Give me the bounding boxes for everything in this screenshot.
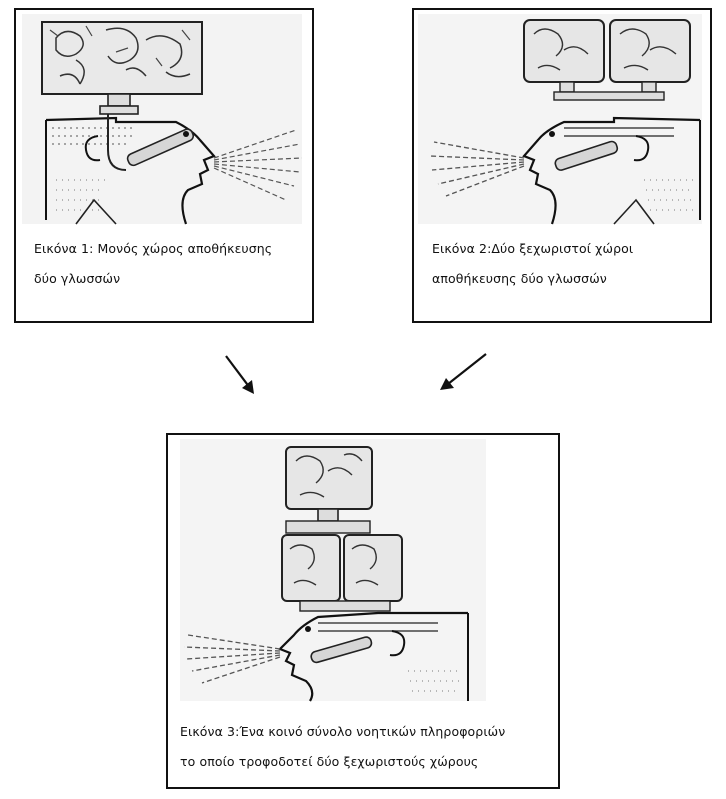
figure-3: Εικόνα 3:Ένα κοινό σύνολο νοητικών πληρο… (166, 433, 560, 789)
figure-2-caption-line-1: Εικόνα 2:Δύο ξεχωριστοί χώροι (432, 234, 633, 264)
figure-2-caption-line-2: αποθήκευσης δύο γλωσσών (432, 264, 633, 294)
figure-2-illustration (414, 10, 710, 230)
figure-2-caption: Εικόνα 2:Δύο ξεχωριστοί χώροι αποθήκευση… (432, 234, 633, 294)
figure-1: Εικόνα 1: Μονός χώρος αποθήκευσης δύο γλ… (14, 8, 314, 323)
figure-1-caption-line-2: δύο γλωσσών (34, 264, 272, 294)
figure-3-caption: Εικόνα 3:Ένα κοινό σύνολο νοητικών πληρο… (180, 717, 505, 777)
figure-1-illustration (16, 10, 312, 230)
arrow-down-right-icon (220, 350, 260, 400)
figure-3-illustration (168, 435, 558, 705)
arrow-down-left-icon (432, 348, 492, 398)
figure-3-caption-line-1: Εικόνα 3:Ένα κοινό σύνολο νοητικών πληρο… (180, 717, 505, 747)
figure-3-caption-line-2: το οποίο τροφοδοτεί δύο ξεχωριστούς χώρο… (180, 747, 505, 777)
figure-1-caption-line-1: Εικόνα 1: Μονός χώρος αποθήκευσης (34, 234, 272, 264)
figure-1-caption: Εικόνα 1: Μονός χώρος αποθήκευσης δύο γλ… (34, 234, 272, 294)
figure-2: Εικόνα 2:Δύο ξεχωριστοί χώροι αποθήκευση… (412, 8, 712, 323)
